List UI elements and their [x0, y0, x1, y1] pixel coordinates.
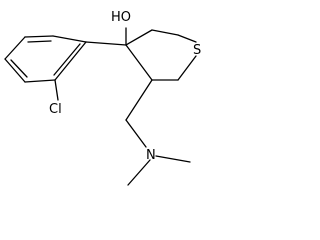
bond-s-c6	[177, 55, 197, 81]
bond-n-me1	[155, 155, 191, 163]
double-bond-ar2-ar3	[27, 40, 52, 43]
bond-c4-c3	[125, 29, 153, 46]
bond-n-me2	[127, 159, 151, 186]
bond-c4-aryl	[85, 41, 127, 46]
bond-c5-c4	[125, 44, 153, 81]
bond-c2-s	[177, 34, 197, 43]
bond-ch2-n	[125, 119, 147, 148]
bond-ar5-ar6	[24, 79, 56, 83]
bond-ar1-ar2	[52, 35, 87, 43]
bond-c5-ch2	[125, 79, 153, 121]
bond-ar2-ar3	[24, 35, 54, 38]
sulfur-label: S	[193, 43, 201, 58]
thiane-ring	[125, 29, 197, 81]
bond-ar6-cl	[54, 79, 59, 101]
chlorine-label: Cl	[49, 102, 62, 117]
double-bond-ar4-ar5	[10, 59, 28, 78]
bond-ar3-ar4	[4, 36, 26, 60]
nitrogen-label: N	[146, 148, 156, 163]
bond-ar6-ar1	[54, 41, 87, 81]
bond-ar4-ar5	[4, 58, 26, 83]
hydroxyl-label: HO	[111, 10, 131, 25]
structure-diagram: HO S Cl N	[4, 10, 201, 186]
benzene-ring	[4, 35, 87, 83]
bond-c3-c2	[151, 29, 179, 36]
double-bond-ar6-ar1	[53, 43, 81, 76]
